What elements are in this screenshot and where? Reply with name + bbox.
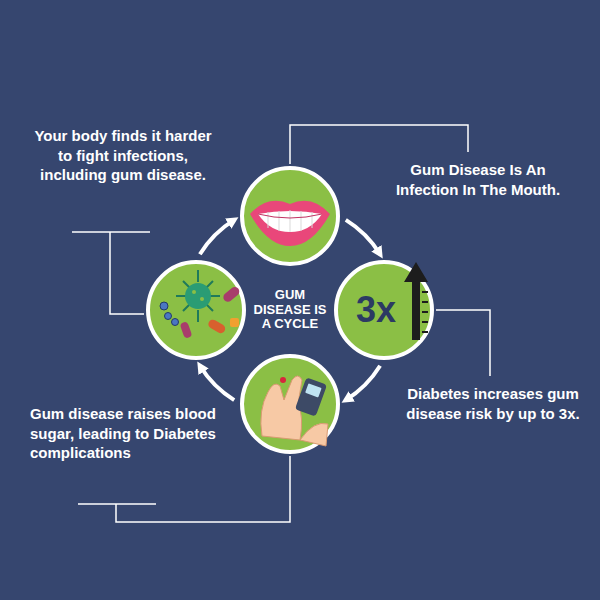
rising-arrow bbox=[404, 262, 428, 340]
callout-text: Your body finds it harder to fight infec… bbox=[28, 126, 218, 185]
cycle-circle: Gum Disease Is An Infection In The Mouth… bbox=[240, 166, 340, 266]
multiplier-label: 3x bbox=[344, 292, 408, 328]
glucometer-icon bbox=[261, 376, 328, 446]
cycle-circle: Your body finds it harder to fight infec… bbox=[146, 260, 246, 360]
cycle-circle: Gum disease raises blood sugar, leading … bbox=[240, 354, 340, 454]
center-title: GUM DISEASE IS A CYCLE bbox=[250, 288, 330, 333]
cycle-arrow bbox=[346, 366, 380, 400]
cycle-arrow bbox=[346, 220, 380, 254]
callout-text: Gum Disease Is An Infection In The Mouth… bbox=[388, 160, 568, 199]
cycle-arrow bbox=[200, 220, 234, 254]
lips-icon bbox=[250, 201, 330, 246]
callout-text: Diabetes increases gum disease risk by u… bbox=[398, 384, 588, 423]
cycle-arrow bbox=[200, 366, 234, 400]
callout-text: Gum disease raises blood sugar, leading … bbox=[30, 404, 220, 463]
bacteria-icon bbox=[160, 270, 241, 339]
